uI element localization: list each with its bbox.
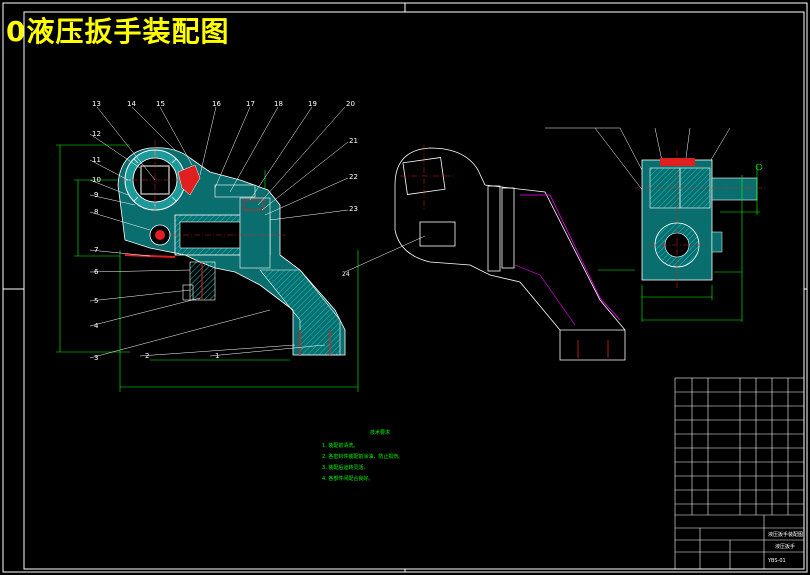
balloon-19: 19 <box>308 100 317 108</box>
balloon-14: 14 <box>127 100 136 108</box>
balloon-3: 3 <box>94 354 98 362</box>
balloon-10: 10 <box>92 176 101 184</box>
balloon-11: 11 <box>92 156 101 164</box>
balloon-21: 21 <box>349 137 358 145</box>
notes-line-2: 2. 各密封件装配前涂油，防止损伤。 <box>322 454 404 460</box>
balloon-20: 20 <box>346 100 355 108</box>
title-block-drawing-title: 液压扳手装配图 <box>768 531 803 538</box>
notes-title: 技术要求 <box>370 430 391 436</box>
balloon-4: 4 <box>94 322 99 330</box>
balloon-8: 8 <box>94 208 98 216</box>
notes-line-3: 3. 装配后运转灵活。 <box>322 465 369 471</box>
title-block-code: YBS-01 <box>767 558 786 564</box>
balloon-18: 18 <box>274 100 283 108</box>
balloon-15: 15 <box>156 100 165 108</box>
drawing-title: 0液压扳手装配图 <box>6 15 230 48</box>
notes-line-4: 4. 各部件间配合良好。 <box>322 476 374 482</box>
balloon-2: 2 <box>145 352 149 360</box>
balloon-5: 5 <box>94 297 98 305</box>
balloon-17: 17 <box>246 100 255 108</box>
balloon-16: 16 <box>212 100 221 108</box>
balloon-1: 1 <box>215 352 219 360</box>
main-section-view: 13 14 15 16 17 18 19 20 21 22 23 12 11 1… <box>56 100 359 392</box>
balloon-6: 6 <box>94 268 99 276</box>
side-view <box>344 145 626 361</box>
title-block-name: 液压扳手 <box>775 543 795 550</box>
balloon-23: 23 <box>349 205 358 213</box>
balloon-22: 22 <box>349 173 358 181</box>
balloon-12: 12 <box>92 130 101 138</box>
notes-line-1: 1. 装配前清洗。 <box>322 443 359 449</box>
balloon-7: 7 <box>94 246 98 254</box>
title-block <box>674 377 805 570</box>
end-section-view <box>545 127 765 322</box>
balloon-13: 13 <box>92 100 101 108</box>
balloon-9: 9 <box>94 191 98 199</box>
callout-24: 24 <box>342 271 350 278</box>
